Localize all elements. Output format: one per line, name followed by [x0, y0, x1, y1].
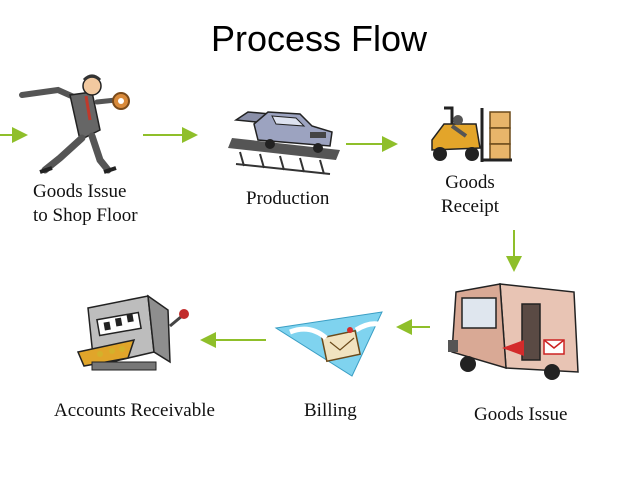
car-assembly-line-icon: [228, 111, 340, 175]
slot-machine-icon: [76, 294, 189, 371]
flying-letter-icon: [274, 311, 386, 377]
label-billing: Billing: [304, 399, 357, 423]
forklift-icon: [431, 106, 512, 162]
label-line: Goods Issue: [33, 181, 127, 202]
label-production: Production: [246, 187, 329, 211]
label-line: Goods: [445, 172, 495, 193]
label-line: Billing: [304, 400, 357, 421]
throwing-man-icon: [19, 74, 130, 174]
page-title: Process Flow: [210, 18, 428, 59]
label-accounts-receivable: Accounts Receivable: [54, 399, 215, 423]
label-goods-issue-shop-floor: Goods Issue to Shop Floor: [33, 180, 138, 228]
label-line: to Shop Floor: [33, 205, 138, 226]
delivery-truck-icon: [448, 283, 579, 380]
label-line: Goods Issue: [474, 404, 568, 425]
label-goods-issue: Goods Issue: [474, 403, 567, 427]
label-line: Receipt: [440, 196, 500, 217]
label-line: Accounts Receivable: [54, 400, 215, 421]
label-line: Production: [246, 188, 330, 209]
label-goods-receipt: Goods Receipt: [420, 171, 520, 219]
